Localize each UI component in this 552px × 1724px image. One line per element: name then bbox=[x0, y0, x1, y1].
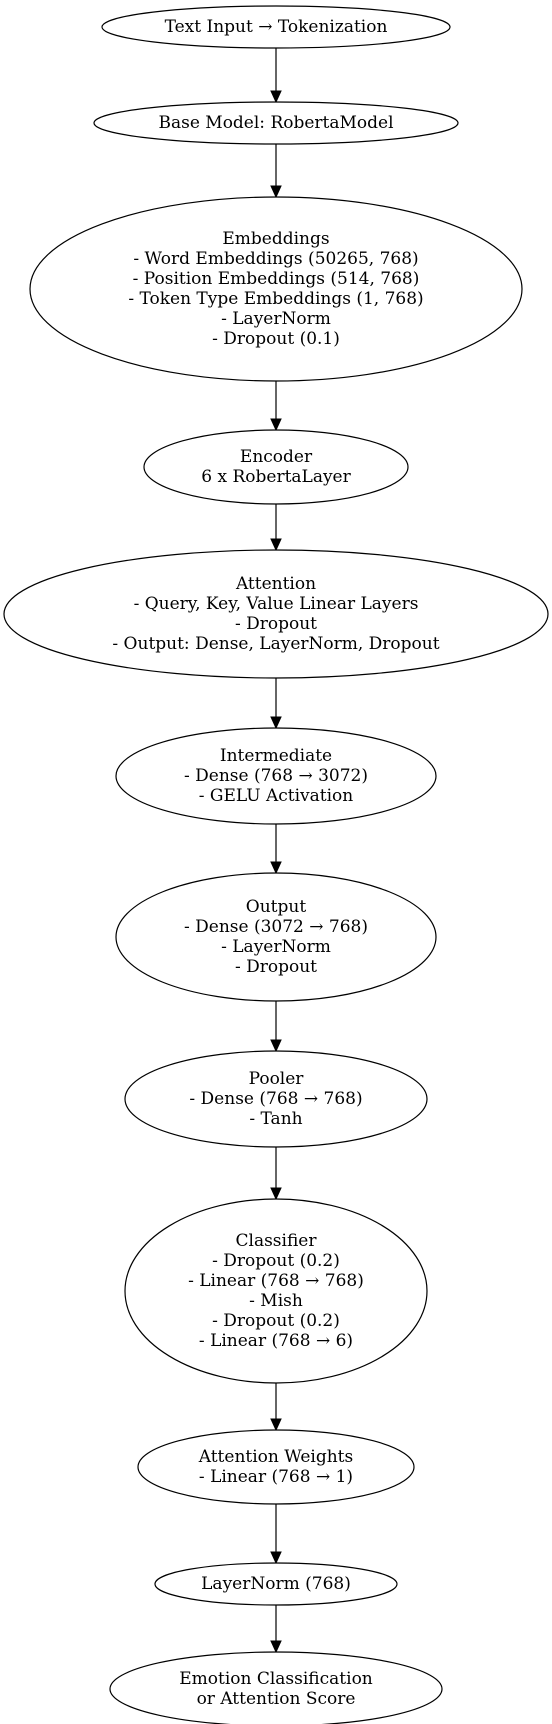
node-ellipse bbox=[154, 1562, 398, 1606]
node-attention: Attention- Query, Key, Value Linear Laye… bbox=[3, 549, 549, 679]
node-label-line: - Dropout (0.2) bbox=[212, 1311, 340, 1331]
node-label-line: - LayerNorm bbox=[221, 937, 331, 957]
node-label-line: - Query, Key, Value Linear Layers bbox=[134, 594, 419, 614]
node-ellipse bbox=[115, 872, 437, 1002]
node-base-model: Base Model: RobertaModel bbox=[93, 101, 459, 145]
node-pooler: Pooler- Dense (768 → 768)- Tanh bbox=[124, 1050, 428, 1148]
edge-intermediate-to-output bbox=[270, 824, 282, 875]
node-label-line: - Linear (768 → 768) bbox=[188, 1271, 364, 1291]
edge-attention-to-intermediate bbox=[270, 678, 282, 730]
arrowhead-icon bbox=[270, 1551, 282, 1565]
node-label-line: - Word Embeddings (50265, 768) bbox=[133, 249, 418, 269]
node-label-line: - Dense (3072 → 768) bbox=[184, 917, 368, 937]
node-label-line: - Mish bbox=[249, 1291, 303, 1311]
arrowhead-icon bbox=[270, 90, 282, 104]
edge-embeddings-to-encoder bbox=[270, 381, 282, 432]
edge-text-input-to-base-model bbox=[270, 48, 282, 104]
node-ellipse bbox=[143, 429, 409, 505]
arrowhead-icon bbox=[270, 185, 282, 199]
node-label-line: - Dense (768 → 768) bbox=[189, 1089, 362, 1109]
arrowhead-icon bbox=[270, 861, 282, 875]
edge-output-to-pooler bbox=[270, 1001, 282, 1053]
arrowhead-icon bbox=[270, 1640, 282, 1654]
node-label-line: - Dense (768 → 3072) bbox=[184, 766, 368, 786]
node-text-input: Text Input → Tokenization bbox=[101, 5, 451, 49]
node-label-line: LayerNorm (768) bbox=[201, 1574, 351, 1594]
node-label-line: - Dropout (0.2) bbox=[212, 1251, 340, 1271]
node-intermediate: Intermediate- Dense (768 → 3072)- GELU A… bbox=[115, 727, 437, 825]
edge-pooler-to-classifier bbox=[270, 1147, 282, 1201]
node-label-line: Base Model: RobertaModel bbox=[158, 113, 393, 133]
node-label-line: Attention Weights bbox=[198, 1447, 353, 1467]
node-ellipse bbox=[115, 727, 437, 825]
node-label-line: - Position Embeddings (514, 768) bbox=[133, 269, 420, 289]
arrowhead-icon bbox=[270, 1418, 282, 1432]
node-ellipse bbox=[3, 549, 549, 679]
node-label-line: - GELU Activation bbox=[199, 786, 354, 806]
edge-layernorm-to-emotion-classification bbox=[270, 1605, 282, 1654]
node-label-line: - Token Type Embeddings (1, 768) bbox=[128, 289, 423, 309]
node-label-line: - Tanh bbox=[249, 1109, 302, 1129]
node-label-line: 6 x RobertaLayer bbox=[201, 467, 351, 487]
node-ellipse bbox=[101, 5, 451, 49]
node-layernorm: LayerNorm (768) bbox=[154, 1562, 398, 1606]
node-ellipse bbox=[124, 1050, 428, 1148]
node-ellipse bbox=[29, 196, 523, 382]
node-label-line: - Linear (768 → 6) bbox=[199, 1331, 353, 1351]
node-ellipse bbox=[109, 1651, 443, 1724]
node-label-line: Intermediate bbox=[220, 746, 332, 766]
node-label-line: - Dropout bbox=[235, 957, 317, 977]
node-label-line: Text Input → Tokenization bbox=[165, 17, 388, 37]
arrowhead-icon bbox=[270, 1039, 282, 1053]
node-label-line: - Dropout bbox=[235, 614, 317, 634]
node-label-line: Output bbox=[246, 897, 307, 917]
edges-layer bbox=[270, 48, 282, 1654]
edge-base-model-to-embeddings bbox=[270, 144, 282, 199]
node-output: Output- Dense (3072 → 768)- LayerNorm- D… bbox=[115, 872, 437, 1002]
node-label-line: Embeddings bbox=[222, 229, 329, 249]
node-label-line: - Linear (768 → 1) bbox=[199, 1467, 353, 1487]
node-label-line: Emotion Classification bbox=[179, 1669, 373, 1689]
node-label-line: Attention bbox=[235, 574, 316, 594]
node-classifier: Classifier- Dropout (0.2)- Linear (768 →… bbox=[124, 1198, 428, 1384]
node-attention-weights: Attention Weights- Linear (768 → 1) bbox=[137, 1429, 415, 1505]
edge-attention-weights-to-layernorm bbox=[270, 1504, 282, 1565]
arrowhead-icon bbox=[270, 538, 282, 552]
edge-encoder-to-attention bbox=[270, 504, 282, 552]
node-label-line: Pooler bbox=[249, 1069, 305, 1089]
edge-classifier-to-attention-weights bbox=[270, 1383, 282, 1432]
node-label-line: or Attention Score bbox=[197, 1689, 356, 1709]
node-label-line: Classifier bbox=[236, 1231, 318, 1251]
node-label-line: - Output: Dense, LayerNorm, Dropout bbox=[112, 634, 439, 654]
node-ellipse bbox=[137, 1429, 415, 1505]
node-ellipse bbox=[93, 101, 459, 145]
arrowhead-icon bbox=[270, 418, 282, 432]
node-ellipse bbox=[124, 1198, 428, 1384]
node-label-line: Encoder bbox=[240, 447, 313, 467]
node-label-line: - Dropout (0.1) bbox=[212, 329, 340, 349]
node-label-line: - LayerNorm bbox=[221, 309, 331, 329]
node-embeddings: Embeddings- Word Embeddings (50265, 768)… bbox=[29, 196, 523, 382]
arrowhead-icon bbox=[270, 716, 282, 730]
arrowhead-icon bbox=[270, 1187, 282, 1201]
